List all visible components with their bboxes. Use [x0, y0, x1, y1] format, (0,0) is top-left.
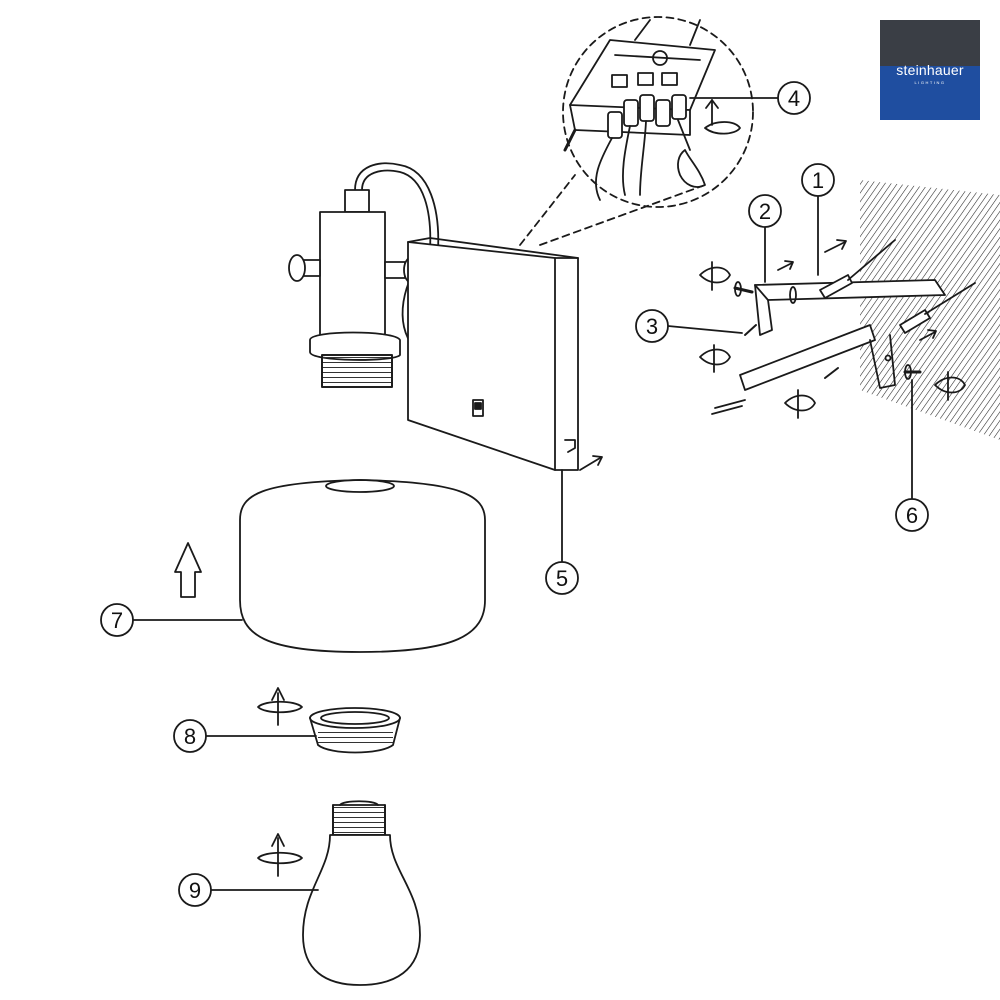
wiring-detail-bubble: [519, 16, 754, 246]
callout-7: 7: [100, 603, 243, 637]
callout-9: 9: [178, 873, 319, 907]
callout-1: 1: [801, 163, 835, 276]
callout-label-4: 4: [788, 86, 800, 111]
light-bulb: [257, 800, 421, 986]
callout-label-2: 2: [759, 199, 771, 224]
callout-4: 4: [689, 81, 811, 115]
callout-label-1: 1: [812, 168, 824, 193]
callout-6: 6: [895, 379, 929, 532]
callout-5: 5: [545, 469, 579, 595]
callout-label-7: 7: [111, 608, 123, 633]
callout-label-5: 5: [556, 566, 568, 591]
callout-label-3: 3: [646, 314, 658, 339]
brand-tagline: LIGHTING: [914, 80, 946, 85]
callout-3: 3: [635, 309, 743, 343]
callout-8: 8: [173, 719, 317, 753]
glass-shade: [174, 479, 486, 653]
callout-label-9: 9: [189, 878, 201, 903]
wall-box: [407, 237, 603, 471]
callout-label-6: 6: [906, 503, 918, 528]
threaded-ring: [257, 687, 401, 754]
callout-2: 2: [748, 194, 782, 283]
brand-name: steinhauer: [896, 62, 964, 78]
brand-logo: steinhauer LIGHTING: [880, 20, 980, 120]
callout-label-8: 8: [184, 724, 196, 749]
mounting-bracket: [699, 239, 976, 419]
